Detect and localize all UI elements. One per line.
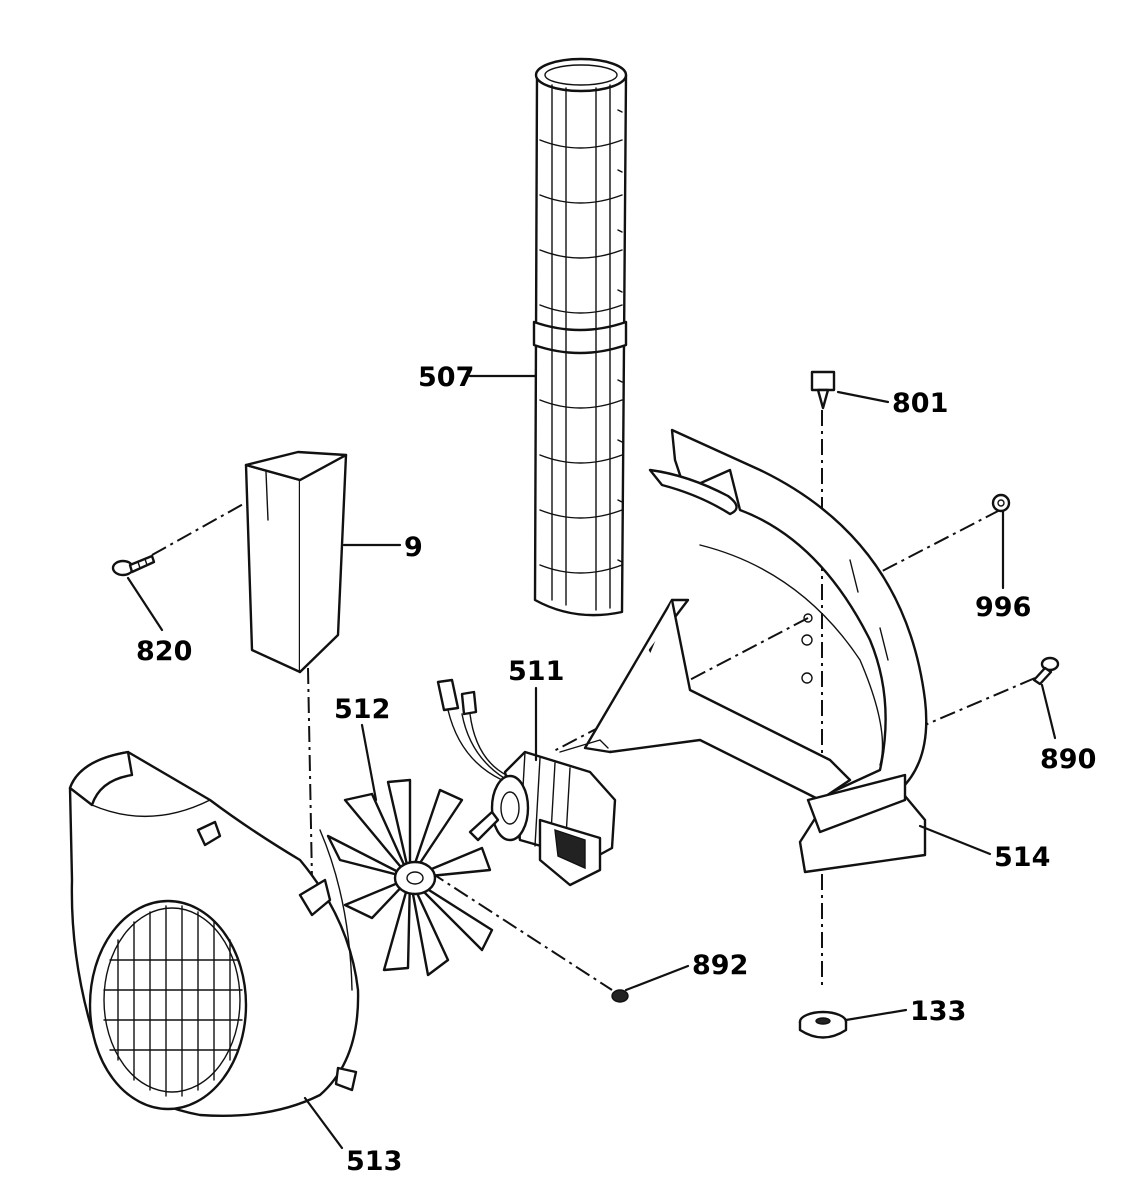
callout-507: 507 — [418, 362, 474, 393]
callout-890: 890 — [1040, 744, 1096, 775]
blower-housing-513 — [68, 750, 360, 1118]
screw-801 — [810, 370, 836, 410]
callout-801: 801 — [892, 388, 948, 419]
grommet-133 — [798, 1010, 848, 1039]
fan-blade-512 — [326, 778, 494, 977]
callout-892: 892 — [692, 950, 748, 981]
callout-133: 133 — [910, 996, 966, 1027]
callout-512: 512 — [334, 694, 390, 725]
callout-9: 9 — [404, 532, 423, 563]
leader-lines — [126, 374, 1057, 1150]
blower-wheel-507 — [532, 57, 628, 617]
callout-513: 513 — [346, 1146, 402, 1177]
callout-511: 511 — [508, 656, 564, 687]
motor-511 — [436, 678, 617, 887]
set-screw-892 — [611, 989, 629, 1003]
callout-820: 820 — [136, 636, 192, 667]
nut-996 — [991, 493, 1011, 513]
motor-bracket-514 — [583, 428, 928, 874]
callout-996: 996 — [975, 592, 1031, 623]
callout-labels: 507 9 820 801 996 890 511 512 514 892 13… — [136, 362, 1096, 1177]
callout-514: 514 — [994, 842, 1050, 873]
baffle-9 — [244, 450, 348, 674]
screw-890 — [1032, 656, 1060, 686]
screw-820 — [111, 554, 156, 577]
